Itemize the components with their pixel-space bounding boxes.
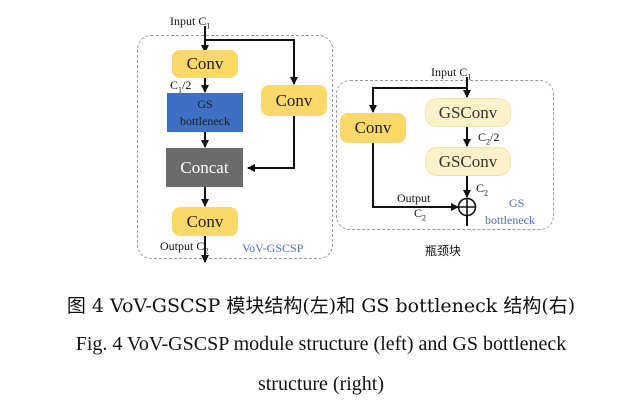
left-half-channel-label: C1/2 xyxy=(170,78,192,95)
gs-bottleneck-module-label-line1: GS xyxy=(509,196,525,210)
vov-gscsp-module-label: VoV-GSCSP xyxy=(242,241,304,255)
right-conv-block: Conv xyxy=(340,113,406,143)
gs-bottleneck-container xyxy=(336,80,554,230)
right-mid-channel-label: C2/2 xyxy=(478,130,500,147)
sum-node-icon xyxy=(457,197,477,217)
concat-block: Concat xyxy=(166,148,243,187)
left-output-label: Output C2 xyxy=(160,239,209,256)
right-sum-channel-label: C2 xyxy=(476,181,489,198)
conv-top-block: Conv xyxy=(172,50,238,78)
vov-gscsp-container xyxy=(137,35,333,259)
gs-bottleneck-block: GS bottleneck xyxy=(167,93,243,132)
right-chinese-label: 瓶颈块 xyxy=(425,244,462,258)
caption-english-line1: Fig. 4 VoV-GSCSP module structure (left)… xyxy=(75,333,567,355)
right-output-channel-label: C2 xyxy=(414,206,427,223)
right-output-label: Output xyxy=(397,191,431,205)
right-input-label: Input C1 xyxy=(431,65,472,82)
left-input-label: Input C1 xyxy=(170,14,211,31)
gsconv-bottom-block: GSConv xyxy=(425,147,511,176)
gsconv-top-block: GSConv xyxy=(425,98,511,127)
gs-bottleneck-module-label-line2: bottleneck xyxy=(485,213,535,227)
caption-chinese: 图 4 VoV-GSCSP 模块结构(左)和 GS bottleneck 结构(… xyxy=(66,295,576,317)
conv-bottom-block: Conv xyxy=(172,207,238,236)
caption-english-line2: structure (right) xyxy=(257,373,385,395)
conv-side-block: Conv xyxy=(261,85,327,116)
